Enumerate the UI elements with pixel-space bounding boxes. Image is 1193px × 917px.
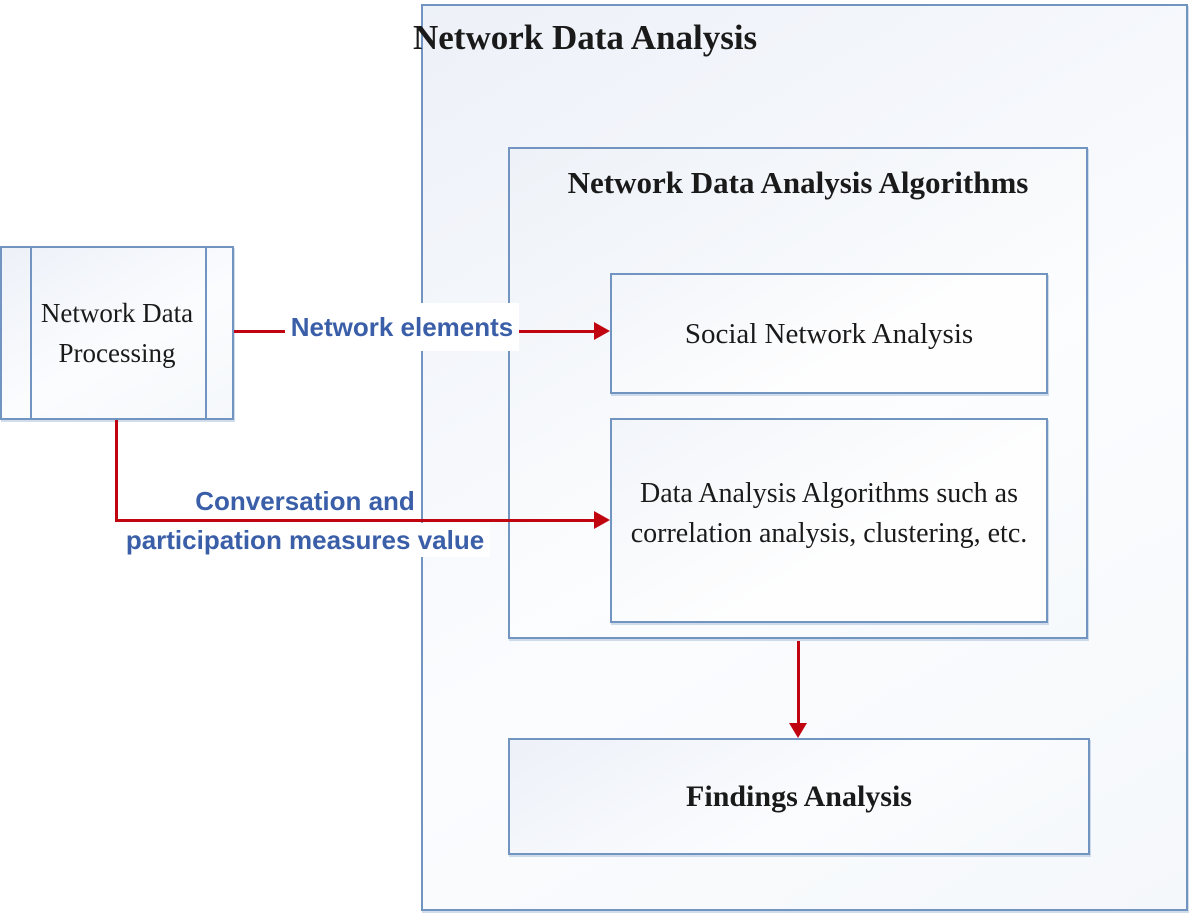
findings-analysis-box: Findings Analysis xyxy=(508,738,1090,855)
conversation-flow-label-line1: Conversation and xyxy=(189,484,421,518)
predefined-process-bar-left xyxy=(30,248,32,418)
arrow-network-elements-head xyxy=(594,322,610,340)
predefined-process-bar-right xyxy=(205,248,207,418)
algorithms-title: Network Data Analysis Algorithms xyxy=(567,165,1029,200)
social-network-analysis-label: Social Network Analysis xyxy=(684,317,974,350)
network-data-processing-label: Network Data Processing xyxy=(40,298,194,368)
conversation-flow-label: Conversation and participation measures … xyxy=(100,484,510,557)
findings-analysis-label: Findings Analysis xyxy=(686,779,912,813)
data-analysis-algorithms-label: Data Analysis Algorithms such as correla… xyxy=(630,477,1028,549)
arrow-conversation-head xyxy=(594,511,610,529)
arrow-conversation-horizontal-line xyxy=(115,519,596,522)
network-data-processing-box: Network Data Processing xyxy=(0,246,234,420)
arrow-findings-head xyxy=(789,723,807,738)
network-elements-flow-label-text: Network elements xyxy=(284,303,520,351)
data-analysis-algorithms-box: Data Analysis Algorithms such as correla… xyxy=(610,418,1048,623)
arrow-findings-line xyxy=(797,641,800,725)
diagram-title: Network Data Analysis xyxy=(413,18,758,57)
social-network-analysis-box: Social Network Analysis xyxy=(610,273,1048,394)
network-elements-flow-label: Network elements xyxy=(268,303,536,351)
conversation-flow-label-line2: participation measures value xyxy=(119,523,491,557)
arrow-conversation-vertical-line xyxy=(115,420,118,521)
